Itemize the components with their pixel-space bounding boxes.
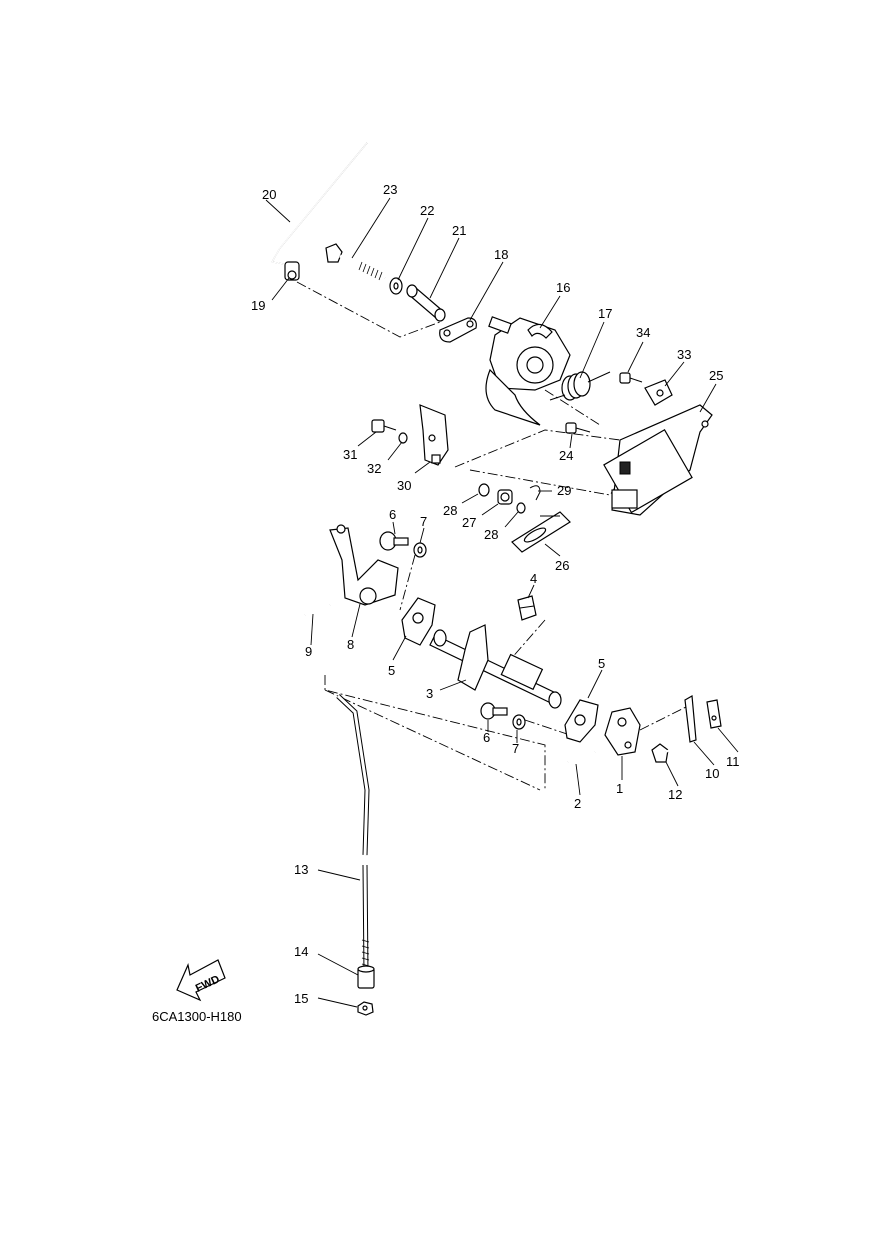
callout-8: 8: [347, 637, 354, 652]
callout-28-lower: 28: [484, 527, 498, 542]
part-30-plate: [419, 404, 449, 466]
callout-12: 12: [668, 787, 682, 802]
part-22-washer: [389, 277, 403, 295]
part-18-link: [439, 317, 477, 343]
part-7-washer-lower: [512, 714, 526, 730]
callout-31: 31: [343, 447, 357, 462]
part-1-lever: [604, 707, 641, 756]
callout-7-lower: 7: [512, 741, 519, 756]
part-10-plate: [684, 695, 697, 743]
part-8-lever: [329, 524, 399, 606]
callout-1: 1: [616, 781, 623, 796]
part-33-clip: [644, 379, 673, 406]
callout-2: 2: [574, 796, 581, 811]
callout-26: 26: [555, 558, 569, 573]
callout-29: 29: [557, 483, 571, 498]
callout-14: 14: [294, 944, 308, 959]
part-27-collar: [497, 489, 513, 505]
callout-17: 17: [598, 306, 612, 321]
part-19-joint: [284, 261, 300, 281]
part-15-nut: [357, 1001, 374, 1016]
part-3-shaft: [429, 624, 562, 709]
callout-22: 22: [420, 203, 434, 218]
callout-28-upper: 28: [443, 503, 457, 518]
callout-16: 16: [556, 280, 570, 295]
callout-23: 23: [383, 182, 397, 197]
callout-10: 10: [705, 766, 719, 781]
reference-lines: [296, 281, 691, 791]
part-23-bolt: [325, 243, 386, 281]
part-17-spring: [549, 371, 611, 401]
part-21-collar: [406, 284, 446, 322]
part-26-slider: [511, 511, 571, 553]
callout-19: 19: [251, 298, 265, 313]
callout-24: 24: [559, 448, 573, 463]
leader-lines: [265, 197, 739, 1008]
part-12-bolt: [651, 737, 691, 763]
callout-5-left: 5: [388, 663, 395, 678]
callout-32: 32: [367, 461, 381, 476]
part-14-nut: [357, 965, 375, 989]
part-6-bolt-lower: [480, 702, 508, 720]
callout-5-right: 5: [598, 656, 605, 671]
callout-30: 30: [397, 478, 411, 493]
part-28-washer-lower: [516, 502, 526, 514]
callout-15: 15: [294, 991, 308, 1006]
callout-7-upper: 7: [420, 514, 427, 529]
callout-13: 13: [294, 862, 308, 877]
callout-6-upper: 6: [389, 507, 396, 522]
part-34-screw: [619, 372, 643, 384]
fwd-arrow-icon: FWD: [176, 959, 226, 1002]
callout-4: 4: [530, 571, 537, 586]
part-9-pin: [304, 604, 331, 616]
callout-11: 11: [726, 754, 740, 769]
part-24-screw: [565, 422, 591, 434]
callout-27: 27: [462, 515, 476, 530]
part-31-bolt: [371, 419, 397, 433]
callout-6-lower: 6: [483, 730, 490, 745]
part-20-rod: [271, 142, 368, 266]
part-5-cam-right: [564, 699, 599, 743]
callout-21: 21: [452, 223, 466, 238]
callout-34: 34: [636, 325, 650, 340]
callout-3: 3: [426, 686, 433, 701]
callout-20: 20: [262, 187, 276, 202]
reference-code: 6CA1300-H180: [152, 1009, 242, 1024]
part-13-rod: [336, 694, 370, 976]
part-16-cam: [485, 316, 571, 426]
callout-25: 25: [709, 368, 723, 383]
part-7-washer-upper: [413, 542, 427, 558]
part-5-cam-left: [401, 597, 436, 646]
part-2-pin: [567, 751, 596, 763]
part-32-washer: [398, 432, 408, 444]
part-11-tab: [706, 699, 722, 729]
callout-labels: 1 2 3 4 5 5 6 6 7 7 8 9 10 11 12 13 14 1…: [251, 182, 740, 1006]
part-25-bracket: [603, 404, 713, 516]
callout-33: 33: [677, 347, 691, 362]
callout-9: 9: [305, 644, 312, 659]
callout-18: 18: [494, 247, 508, 262]
part-28-washer-upper: [478, 483, 490, 497]
part-29-pin: [529, 485, 541, 501]
part-6-bolt-upper: [379, 531, 409, 551]
part-4-clip: [517, 595, 537, 621]
